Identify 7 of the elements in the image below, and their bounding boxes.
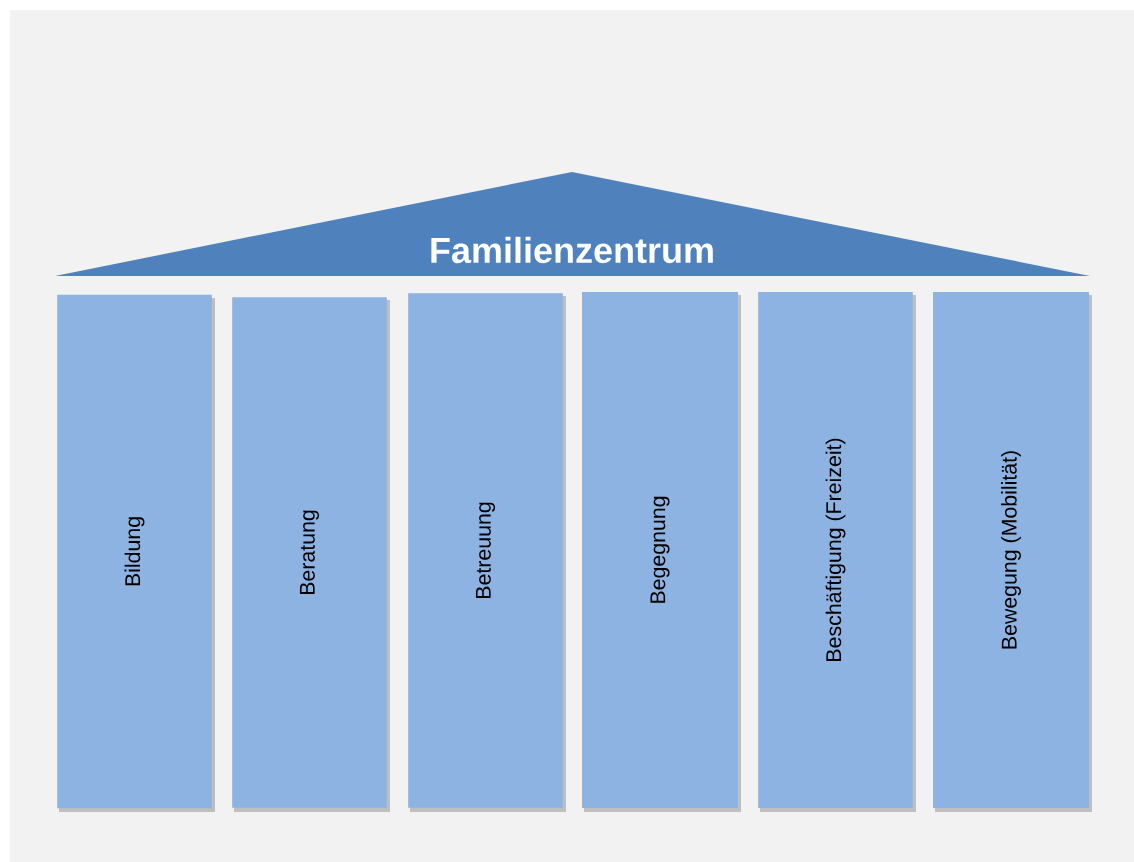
pillar-box: Beschäftigung (Freizeit) bbox=[758, 292, 916, 812]
pillar-box: Beratung bbox=[232, 297, 390, 812]
roof-triangle: Familienzentrum bbox=[55, 172, 1090, 276]
pillar-box: Bildung bbox=[57, 294, 215, 812]
pillar-box: Betreuung bbox=[408, 293, 566, 812]
pillar-box: Begegnung bbox=[582, 292, 741, 812]
pillar-box: Bewegung (Mobilität) bbox=[933, 292, 1092, 812]
